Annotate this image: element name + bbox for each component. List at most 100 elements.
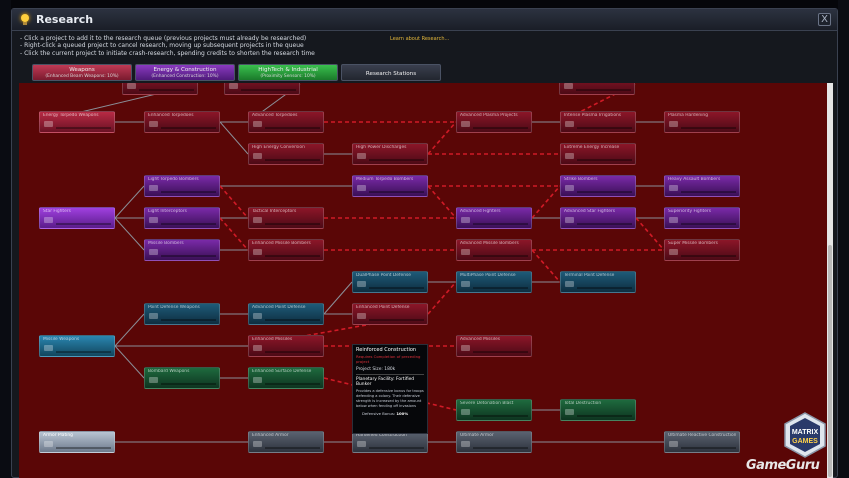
research-node[interactable]: Star Fighters bbox=[39, 207, 115, 229]
research-node[interactable]: DualPhase Point Defense bbox=[352, 271, 428, 293]
research-node[interactable] bbox=[224, 83, 300, 95]
research-node-label: Superiority Fighters bbox=[668, 209, 712, 214]
research-node[interactable]: Bombard Weapons bbox=[144, 367, 220, 389]
research-node[interactable]: High Power Discharges bbox=[352, 143, 428, 165]
project-icon bbox=[669, 185, 678, 191]
progress-bar bbox=[473, 351, 528, 353]
scrollbar-thumb[interactable] bbox=[828, 245, 832, 477]
close-button[interactable]: X bbox=[818, 13, 831, 26]
research-node[interactable]: Ultimate Reactive Construction bbox=[664, 431, 740, 453]
research-node-label: Enhanced Torpedoes bbox=[148, 113, 194, 118]
research-node[interactable]: Medium Torpedo Bombers bbox=[352, 175, 428, 197]
research-node[interactable]: Hardened Construction bbox=[352, 431, 428, 453]
title-bar[interactable]: Research bbox=[12, 9, 837, 31]
tab-research-stations[interactable]: Research Stations bbox=[341, 64, 441, 81]
research-node-label: Terminal Point Defense bbox=[564, 273, 615, 278]
research-node[interactable]: Severe Detonation Blast bbox=[456, 399, 532, 421]
research-node[interactable]: Superiority Fighters bbox=[664, 207, 740, 229]
project-icon bbox=[669, 441, 678, 447]
research-node-label: Heavy Assault Bombers bbox=[668, 177, 721, 182]
research-node[interactable] bbox=[122, 83, 198, 95]
research-node-label: Star Fighters bbox=[43, 209, 71, 214]
project-icon bbox=[357, 185, 366, 191]
research-node[interactable]: Advanced Star Fighters bbox=[560, 207, 636, 229]
progress-bar bbox=[265, 223, 320, 225]
research-node[interactable]: Enhanced Missile Bombers bbox=[248, 239, 324, 261]
research-node[interactable]: Strike Bombers bbox=[560, 175, 636, 197]
tab-hightech-industrial[interactable]: HighTech & Industrial (Proximity Sensors… bbox=[238, 64, 338, 81]
research-node-label: Hardened Construction bbox=[356, 433, 407, 438]
progress-bar bbox=[577, 223, 632, 225]
research-node[interactable]: Advanced Missiles bbox=[456, 335, 532, 357]
progress-bar bbox=[473, 415, 528, 417]
learn-about-research-link[interactable]: Learn about Research... bbox=[390, 36, 450, 42]
research-node[interactable]: Advanced Point Defense bbox=[248, 303, 324, 325]
tab-energy-construction[interactable]: Energy & Construction (Enhanced Construc… bbox=[135, 64, 235, 81]
research-tree[interactable]: Energy Torpedo Weapons Enhanced Torpedoes… bbox=[19, 83, 833, 478]
research-node[interactable]: Enhanced Surface Defense bbox=[248, 367, 324, 389]
progress-bar bbox=[369, 159, 424, 161]
research-node[interactable]: Enhanced Torpedoes bbox=[144, 111, 220, 133]
project-icon bbox=[357, 441, 366, 447]
project-icon bbox=[253, 249, 262, 255]
project-icon bbox=[565, 185, 574, 191]
tab-sub: (Enhanced Beam Weapons: 10%) bbox=[45, 74, 119, 79]
progress-bar bbox=[161, 191, 216, 193]
tooltip-project-size: Project Size: 180k bbox=[356, 367, 396, 372]
research-node[interactable]: Advanced Torpedoes bbox=[248, 111, 324, 133]
research-node[interactable]: Advanced Missile Bombers bbox=[456, 239, 532, 261]
research-node-label: Advanced Fighters bbox=[460, 209, 501, 214]
research-node[interactable]: High Energy Conversion bbox=[248, 143, 324, 165]
research-node-label: High Energy Conversion bbox=[252, 145, 305, 150]
research-node[interactable]: Super Missile Bombers bbox=[664, 239, 740, 261]
project-icon bbox=[461, 249, 470, 255]
project-icon bbox=[44, 217, 53, 223]
research-node-label: Enhanced Missiles bbox=[252, 337, 293, 342]
research-node[interactable] bbox=[559, 83, 635, 95]
tree-connection-line bbox=[323, 281, 353, 315]
research-node[interactable]: Terminal Point Defense bbox=[560, 271, 636, 293]
research-node-label: High Power Discharges bbox=[356, 145, 407, 150]
tab-label: Research Stations bbox=[365, 71, 417, 77]
research-node-label: Extreme Energy Increase bbox=[564, 145, 620, 150]
research-node[interactable]: Plasma Hardening bbox=[664, 111, 740, 133]
research-node[interactable]: Light Interceptors bbox=[144, 207, 220, 229]
research-node[interactable]: Point Defense Weapons bbox=[144, 303, 220, 325]
progress-bar bbox=[56, 223, 111, 225]
research-node[interactable]: Missile Bombers bbox=[144, 239, 220, 261]
background-strip-left bbox=[0, 0, 11, 478]
project-icon bbox=[44, 441, 53, 447]
progress-bar bbox=[265, 159, 320, 161]
research-node-label: Advanced Missiles bbox=[460, 337, 501, 342]
research-node[interactable]: Extreme Energy Increase bbox=[560, 143, 636, 165]
research-node[interactable]: Energy Torpedo Weapons bbox=[39, 111, 115, 133]
research-window: Research X - Click a project to add it t… bbox=[11, 8, 838, 478]
progress-bar bbox=[265, 127, 320, 129]
research-node-label: Enhanced Armor bbox=[252, 433, 289, 438]
vertical-scrollbar[interactable] bbox=[827, 83, 833, 478]
project-icon bbox=[565, 409, 574, 415]
research-node[interactable]: Total Destruction bbox=[560, 399, 636, 421]
progress-bar bbox=[161, 383, 216, 385]
research-node-label: Point Defense Weapons bbox=[148, 305, 200, 310]
progress-bar bbox=[577, 191, 632, 193]
tab-weapons[interactable]: Weapons (Enhanced Beam Weapons: 10%) bbox=[32, 64, 132, 81]
research-node[interactable]: Tactical Interceptors bbox=[248, 207, 324, 229]
research-node[interactable]: Enhanced Missiles bbox=[248, 335, 324, 357]
research-node[interactable]: Ultimate Armor bbox=[456, 431, 532, 453]
research-node[interactable]: Intense Plasma Irrigations bbox=[560, 111, 636, 133]
research-node[interactable]: Enhanced Armor bbox=[248, 431, 324, 453]
research-node[interactable]: Heavy Assault Bombers bbox=[664, 175, 740, 197]
project-tooltip: Reinforced Construction Requires Complet… bbox=[352, 344, 428, 434]
progress-bar bbox=[265, 319, 320, 321]
research-node[interactable]: Light Torpedo Bombers bbox=[144, 175, 220, 197]
research-node[interactable]: Armor Plating bbox=[39, 431, 115, 453]
tab-label: HighTech & Industrial bbox=[258, 67, 318, 73]
research-node[interactable]: Advanced Fighters bbox=[456, 207, 532, 229]
research-node[interactable]: MultiPhase Point Defense bbox=[456, 271, 532, 293]
tree-connection-line bbox=[635, 217, 665, 251]
research-node[interactable]: Missile Weapons bbox=[39, 335, 115, 357]
research-node[interactable]: Enhanced Point Defense bbox=[352, 303, 428, 325]
research-node[interactable]: Advanced Plasma Projects bbox=[456, 111, 532, 133]
project-icon bbox=[149, 313, 158, 319]
